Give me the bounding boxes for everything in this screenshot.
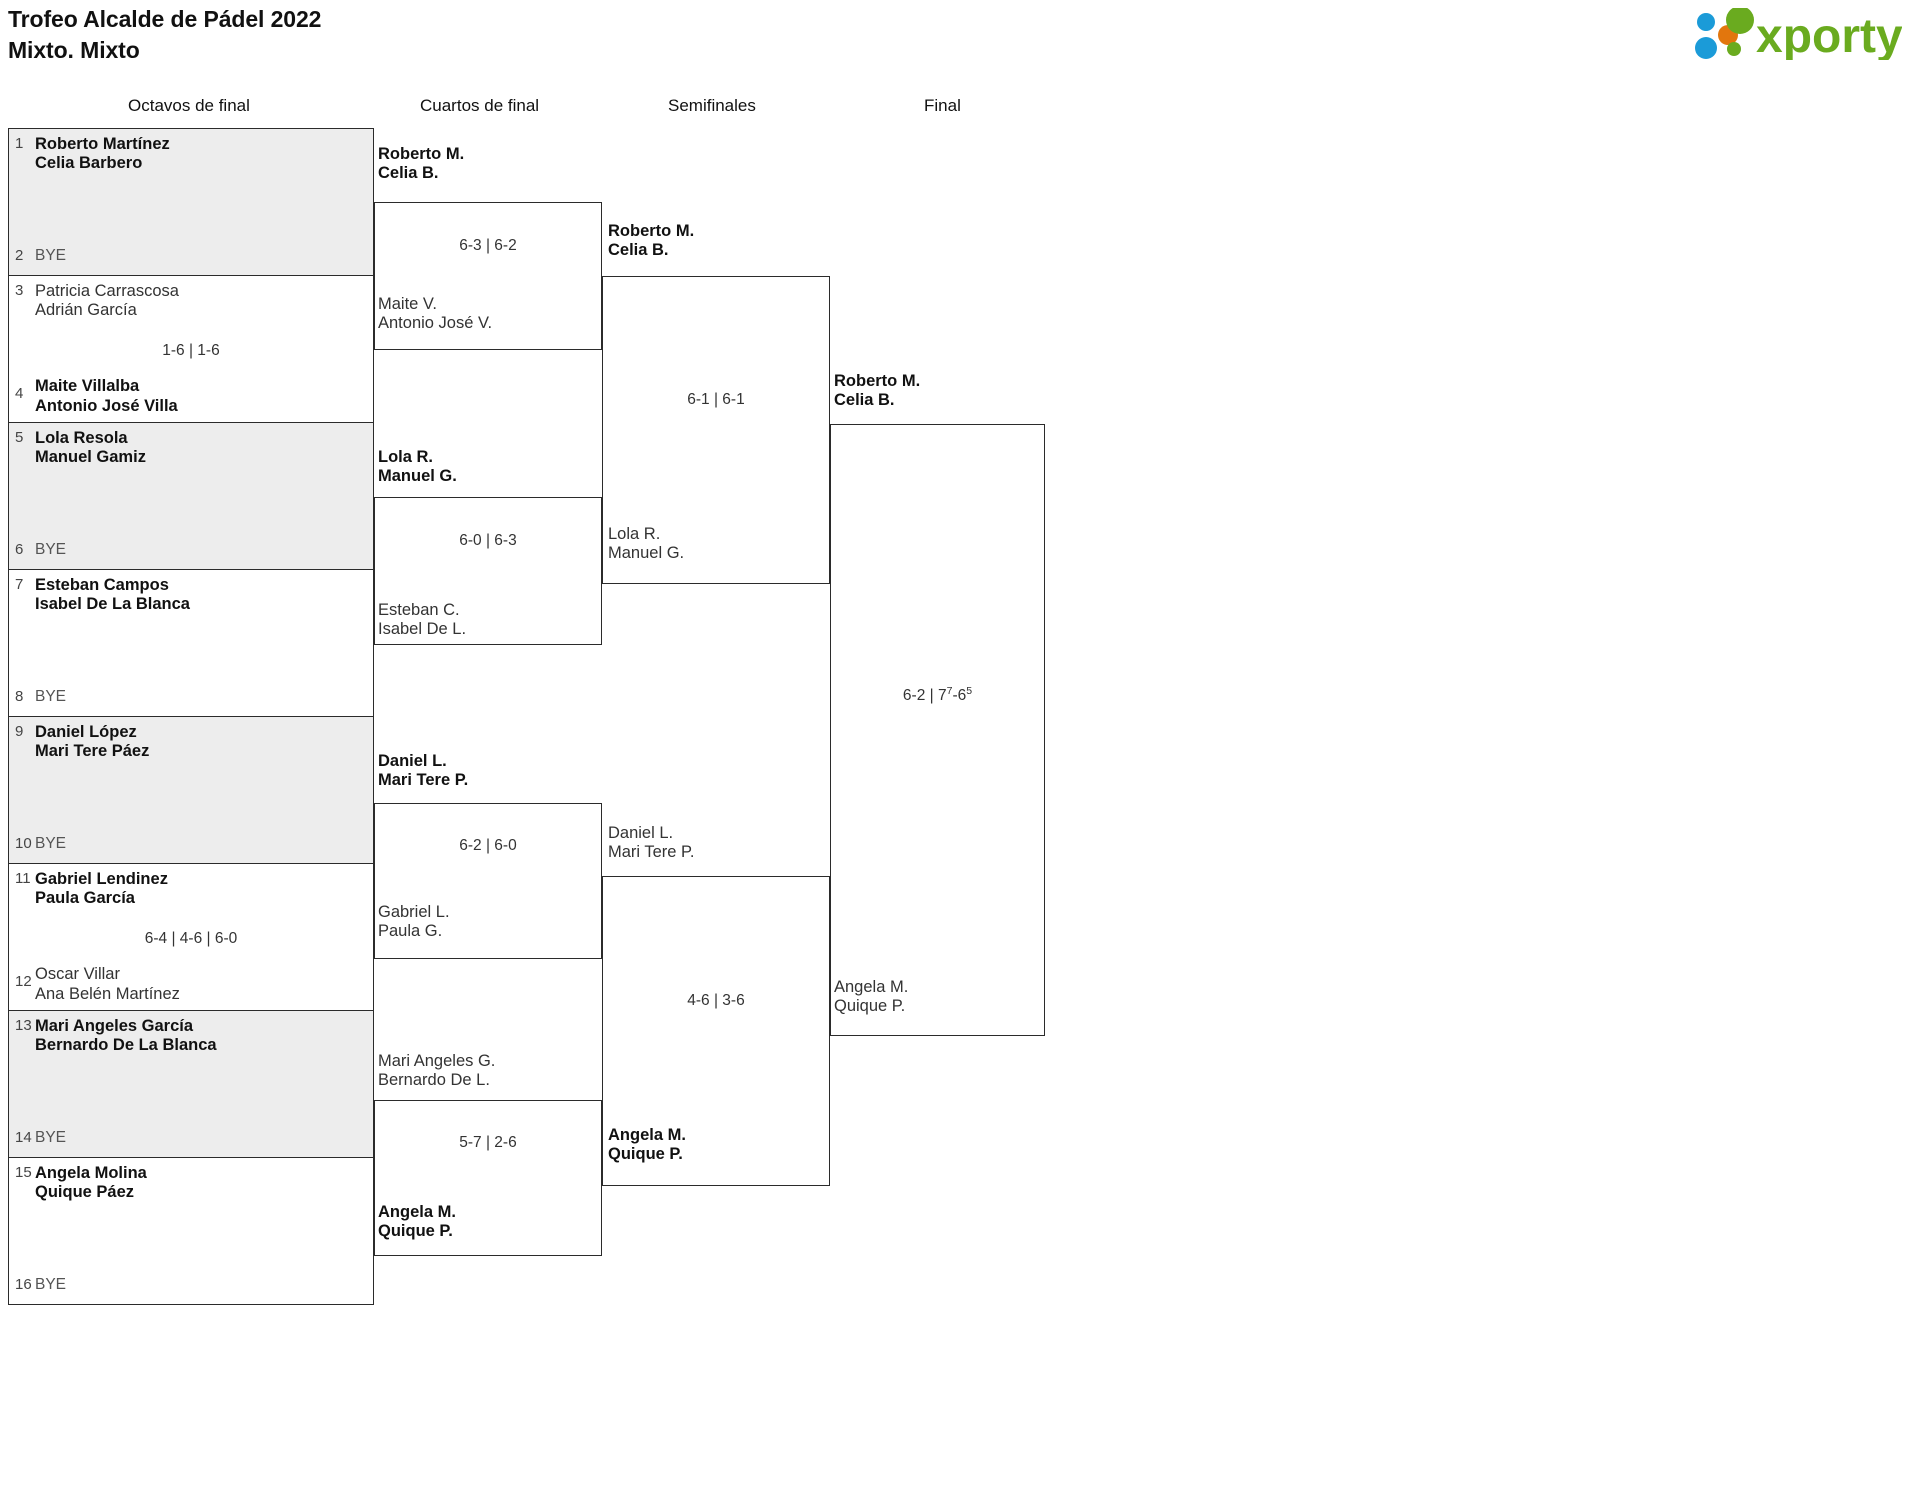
logo-dot-blue-bottom	[1695, 37, 1717, 59]
r1-match-8[interactable]: 15 Angela Molina Quique Páez 16 BYE	[8, 1157, 374, 1305]
xporty-logo: xporty	[1684, 6, 1903, 63]
tournament-category: Mixto. Mixto	[8, 36, 140, 63]
final-runnerup-team: Angela M. Quique P.	[834, 978, 909, 1016]
sf-match-2-score: 4-6 | 3-6	[687, 992, 745, 1009]
qf1-bottom-team: Maite V. Antonio José V.	[378, 295, 493, 333]
r1-match-7[interactable]: 13 Mari Angeles García Bernardo De La Bl…	[8, 1010, 374, 1157]
logo-dot-blue-top	[1697, 13, 1715, 31]
seed-number: 6	[15, 541, 24, 558]
final-champion-team: Roberto M. Celia B.	[834, 372, 921, 410]
r1-match-4[interactable]: 7 Esteban Campos Isabel De La Blanca 8 B…	[8, 569, 374, 716]
seed-number: 3	[15, 282, 24, 299]
seed-number: 5	[15, 429, 24, 446]
qf4-bottom-team: Angela M. Quique P.	[378, 1203, 456, 1241]
seed-number: 15	[15, 1164, 32, 1181]
sf2-bottom-team: Angela M. Quique P.	[608, 1126, 686, 1164]
sf-match-2[interactable]: 4-6 | 3-6	[602, 876, 830, 1186]
seed-number: 4	[15, 385, 24, 403]
r1-match-3[interactable]: 5 Lola Resola Manuel Gamiz 6 BYE	[8, 422, 374, 569]
qf-match-3-score: 6-2 | 6-0	[459, 837, 517, 854]
page-title: Trofeo Alcalde de Pádel 2022 Mixto. Mixt…	[8, 4, 321, 65]
seed-number: 14	[15, 1129, 32, 1146]
r1-match-5-bottom-slot[interactable]: 10 BYE	[9, 835, 373, 855]
r1-match-3-bottom-slot[interactable]: 6 BYE	[9, 541, 373, 561]
bye-label: BYE	[35, 835, 67, 852]
r1-match-7-bottom-slot[interactable]: 14 BYE	[9, 1129, 373, 1149]
seed-number: 13	[15, 1017, 32, 1034]
qf1-top-team: Roberto M. Celia B.	[378, 145, 465, 183]
sf-match-1-score: 6-1 | 6-1	[687, 391, 745, 408]
team-names: Lola Resola Manuel Gamiz	[35, 429, 146, 467]
qf4-top-team: Mari Angeles G. Bernardo De L.	[378, 1052, 496, 1090]
seed-number: 12	[15, 973, 32, 991]
logo-dot-green-large	[1726, 6, 1754, 34]
qf-match-1[interactable]: 6-3 | 6-2	[374, 202, 602, 350]
r1-match-6[interactable]: 11 Gabriel Lendinez Paula García 6-4 | 4…	[8, 863, 374, 1010]
team-names: Daniel López Mari Tere Páez	[35, 723, 150, 761]
round-header-semifinales: Semifinales	[668, 96, 756, 115]
team-names: Esteban Campos Isabel De La Blanca	[35, 576, 190, 614]
seed-number: 9	[15, 723, 24, 740]
team-names: Gabriel Lendinez Paula García	[35, 870, 168, 908]
r1-match-6-score: 6-4 | 4-6 | 6-0	[144, 930, 238, 947]
final-match[interactable]: 6-2 | 77-65	[830, 424, 1045, 1036]
bye-label: BYE	[35, 541, 67, 558]
team-names: Mari Angeles García Bernardo De La Blanc…	[35, 1017, 217, 1055]
r1-match-1-bottom-slot[interactable]: 2 BYE	[9, 247, 373, 267]
sf1-bottom-team: Lola R. Manuel G.	[608, 525, 685, 563]
qf3-top-team: Daniel L. Mari Tere P.	[378, 752, 469, 790]
r1-match-2[interactable]: 3 Patricia Carrascosa Adrián García 1-6 …	[8, 275, 374, 422]
team-names: Oscar Villar Ana Belén Martínez	[35, 965, 180, 1003]
seed-number: 1	[15, 135, 24, 152]
seed-number: 8	[15, 688, 24, 705]
qf-match-4-score: 5-7 | 2-6	[459, 1134, 517, 1151]
seed-number: 11	[15, 870, 31, 887]
seed-number: 16	[15, 1276, 32, 1293]
sf2-top-team: Daniel L. Mari Tere P.	[608, 824, 695, 862]
r1-match-1[interactable]: 1 Roberto Martínez Celia Barbero 2 BYE	[8, 128, 374, 275]
xporty-logo-svg: xporty	[1695, 6, 1903, 63]
qf2-bottom-team: Esteban C. Isabel De L.	[378, 601, 467, 639]
r1-match-8-bottom-slot[interactable]: 16 BYE	[9, 1276, 373, 1296]
sf1-top-team: Roberto M. Celia B.	[608, 222, 695, 260]
round-header-cuartos: Cuartos de final	[420, 96, 540, 115]
team-names: Maite Villalba Antonio José Villa	[35, 377, 178, 415]
round-header-octavos: Octavos de final	[128, 96, 250, 115]
logo-dot-green-small	[1727, 42, 1741, 56]
tournament-name: Trofeo Alcalde de Pádel 2022	[8, 6, 322, 32]
qf-match-3[interactable]: 6-2 | 6-0	[374, 803, 602, 959]
team-names: Roberto Martínez Celia Barbero	[35, 135, 170, 173]
qf-match-1-score: 6-3 | 6-2	[459, 237, 517, 254]
team-names: Patricia Carrascosa Adrián García	[35, 282, 179, 320]
seed-number: 10	[15, 835, 32, 852]
seed-number: 2	[15, 247, 24, 264]
qf-match-4[interactable]: 5-7 | 2-6	[374, 1100, 602, 1256]
r1-match-6-bottom-slot[interactable]: 12 Oscar Villar Ana Belén Martínez	[9, 965, 373, 1004]
bye-label: BYE	[35, 247, 67, 264]
final-match-score: 6-2 | 77-65	[902, 684, 973, 704]
r1-match-5[interactable]: 9 Daniel López Mari Tere Páez 10 BYE	[8, 716, 374, 863]
qf-match-2[interactable]: 6-0 | 6-3	[374, 497, 602, 645]
qf2-top-team: Lola R. Manuel G.	[378, 448, 457, 486]
r1-match-2-score: 1-6 | 1-6	[162, 342, 220, 359]
team-names: Angela Molina Quique Páez	[35, 1164, 147, 1202]
qf3-bottom-team: Gabriel L. Paula G.	[378, 903, 450, 941]
r1-match-4-bottom-slot[interactable]: 8 BYE	[9, 688, 373, 708]
logo-wordmark: xporty	[1756, 10, 1902, 60]
qf-match-2-score: 6-0 | 6-3	[459, 532, 517, 549]
r1-match-2-bottom-slot[interactable]: 4 Maite Villalba Antonio José Villa	[9, 377, 373, 416]
seed-number: 7	[15, 576, 24, 593]
bye-label: BYE	[35, 688, 67, 705]
bye-label: BYE	[35, 1276, 67, 1293]
bye-label: BYE	[35, 1129, 67, 1146]
round-header-final: Final	[924, 96, 961, 115]
sf-match-1[interactable]: 6-1 | 6-1	[602, 276, 830, 584]
